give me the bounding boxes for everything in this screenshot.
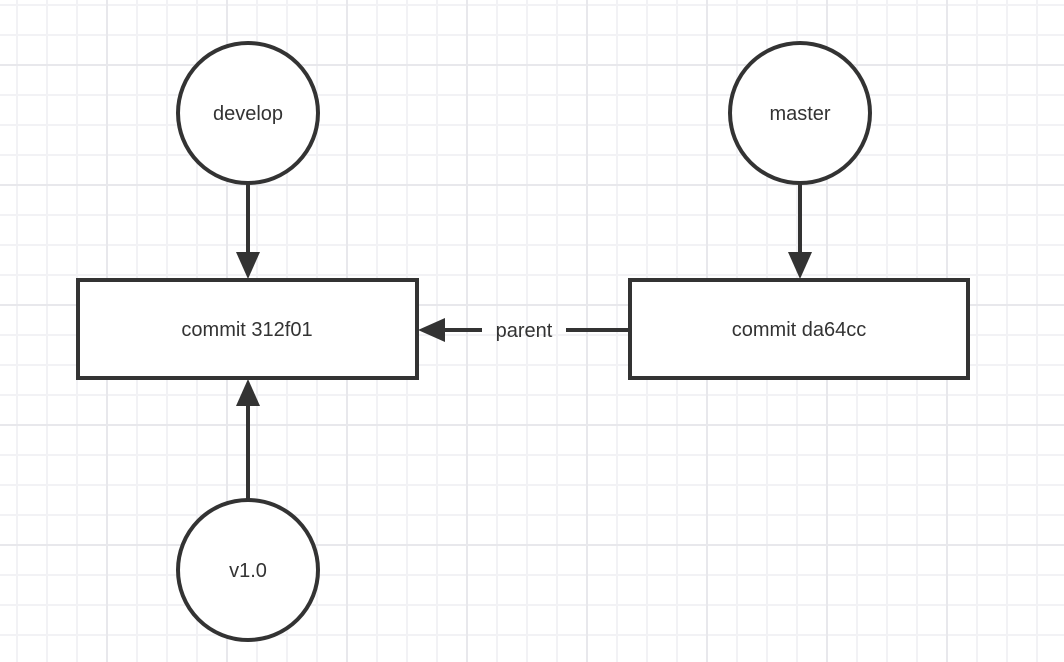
arrowhead-left-icon bbox=[418, 318, 445, 342]
arrowhead-up-icon bbox=[236, 379, 260, 406]
node-commit-da64cc[interactable]: commit da64cc bbox=[628, 278, 970, 380]
commit-312f01-rect bbox=[76, 278, 419, 380]
edge-develop-to-commit-312f01[interactable] bbox=[236, 183, 260, 279]
node-v1-0-tag[interactable]: v1.0 bbox=[176, 498, 320, 642]
node-commit-312f01[interactable]: commit 312f01 bbox=[76, 278, 419, 380]
edge-v1-0-to-commit-312f01[interactable] bbox=[236, 379, 260, 500]
master-circle bbox=[728, 41, 872, 185]
commit-da64cc-rect bbox=[628, 278, 970, 380]
node-label-master: master bbox=[769, 103, 830, 125]
node-label-commit-da64cc: commit da64cc bbox=[732, 319, 867, 341]
v1-0-circle bbox=[176, 498, 320, 642]
node-label-develop: develop bbox=[213, 103, 283, 125]
node-label-v1-0: v1.0 bbox=[229, 560, 267, 582]
edge-label-parent: parent bbox=[496, 320, 553, 342]
develop-circle bbox=[176, 41, 320, 185]
edge-parent-commit-da64cc-to-commit-312f01[interactable]: parent bbox=[418, 318, 630, 342]
node-master-branch[interactable]: master bbox=[728, 41, 872, 185]
node-develop-branch[interactable]: develop bbox=[176, 41, 320, 185]
edge-master-to-commit-da64cc[interactable] bbox=[788, 183, 812, 279]
arrowhead-down-icon bbox=[788, 252, 812, 279]
node-label-commit-312f01: commit 312f01 bbox=[181, 319, 312, 341]
arrowhead-down-icon bbox=[236, 252, 260, 279]
